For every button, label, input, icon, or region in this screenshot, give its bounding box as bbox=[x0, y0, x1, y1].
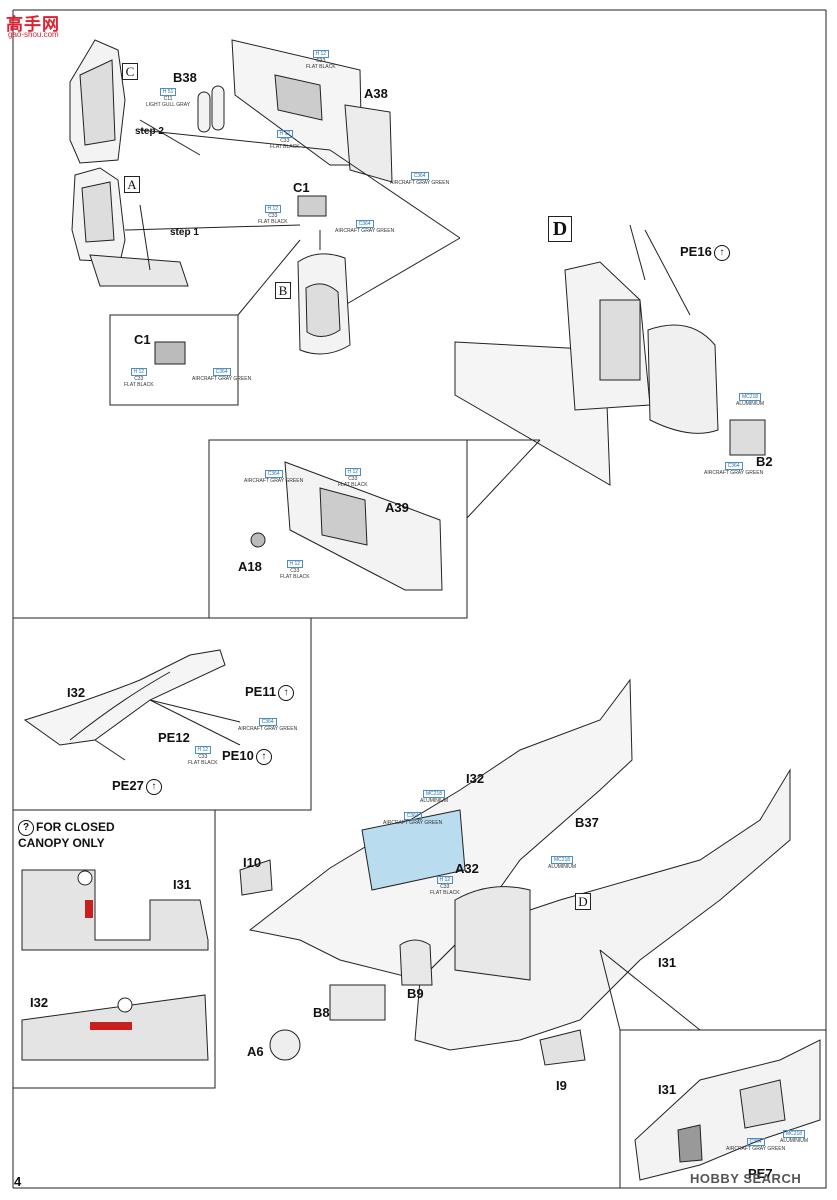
part-label-i10: I10 bbox=[243, 855, 262, 870]
part-label-pe27: PE27↑ bbox=[112, 778, 162, 795]
watermark-url: gao-shou.com bbox=[8, 30, 59, 39]
part-label-pe16: PE16↑ bbox=[680, 244, 730, 261]
step-2-label: step 2 bbox=[135, 126, 164, 137]
part-label-b37: B37 bbox=[575, 815, 599, 830]
flip-arrow-icon: ↑ bbox=[255, 748, 272, 765]
flip-arrow-icon: ↑ bbox=[713, 244, 730, 261]
part-label-i31-closed: I31 bbox=[173, 877, 192, 892]
part-label-pe7: PE7 bbox=[748, 1166, 773, 1181]
part-label-b2: B2 bbox=[756, 454, 773, 469]
flip-arrow-icon: ↑ bbox=[278, 684, 295, 701]
part-label-a38: A38 bbox=[364, 86, 388, 101]
closed-note-line2: CANOPY ONLY bbox=[18, 836, 105, 850]
closed-note-line1: FOR CLOSED bbox=[36, 820, 115, 835]
part-label-i32-main: I32 bbox=[466, 771, 485, 786]
part-label-pe12: PE12 bbox=[158, 730, 190, 745]
closed-canopy-note: ?FOR CLOSED CANOPY ONLY bbox=[18, 820, 115, 850]
closed-canopy-red-part-i31 bbox=[85, 900, 93, 918]
step-1-label: step 1 bbox=[170, 227, 199, 238]
part-label-c1: C1 bbox=[293, 180, 310, 195]
step-letter-b: B bbox=[275, 282, 291, 299]
step-letter-a: A bbox=[124, 176, 140, 193]
part-label-a6: A6 bbox=[247, 1044, 264, 1059]
part-label-pe10: PE10↑ bbox=[222, 748, 272, 765]
part-label-a18: A18 bbox=[238, 559, 262, 574]
part-label-i32-closed: I32 bbox=[30, 995, 49, 1010]
question-icon: ? bbox=[18, 820, 34, 836]
hobby-search-logo: HOBBY SEARCH bbox=[690, 1171, 802, 1186]
watermark-logo: 高手网 bbox=[6, 15, 60, 34]
step-letter-d-small: D bbox=[575, 893, 591, 910]
part-label-b8: B8 bbox=[313, 1005, 330, 1020]
closed-canopy-red-part-i32 bbox=[90, 1022, 132, 1030]
part-label-i9: I9 bbox=[556, 1078, 567, 1093]
part-label-a39: A39 bbox=[385, 500, 409, 515]
part-label-b9: B9 bbox=[407, 986, 424, 1001]
part-label-b38: B38 bbox=[173, 70, 197, 85]
part-label-i31-main: I31 bbox=[658, 955, 677, 970]
part-label-i31-inset: I31 bbox=[658, 1082, 677, 1097]
step-letter-d: D bbox=[548, 216, 572, 242]
part-label-c1-inset: C1 bbox=[134, 332, 151, 347]
page-number: 4 bbox=[14, 1174, 22, 1189]
step-letter-c: C bbox=[122, 63, 138, 80]
flip-arrow-icon: ↑ bbox=[145, 778, 162, 795]
part-label-pe11: PE11↑ bbox=[245, 684, 295, 701]
part-label-i32-pe: I32 bbox=[67, 685, 86, 700]
part-label-a32: A32 bbox=[455, 861, 479, 876]
